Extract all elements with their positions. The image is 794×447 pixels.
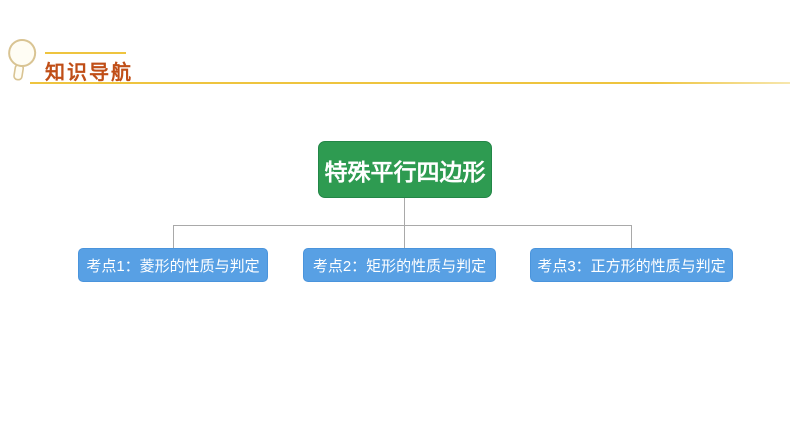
connector-drop-2 [404,225,405,248]
child-node-1: 考点1：菱形的性质与判定 [78,248,268,282]
accent-line-long [30,82,790,84]
connector-drop-3 [631,225,632,248]
connector-horizontal [173,225,632,226]
accent-line-short [45,52,126,54]
connector-drop-1 [173,225,174,248]
magnifier-icon [8,39,37,81]
section-title: 知识导航 [45,60,133,84]
child-node-2: 考点2：矩形的性质与判定 [303,248,496,282]
connector-root-down [404,198,405,226]
child-node-3: 考点3：正方形的性质与判定 [530,248,733,282]
root-node: 特殊平行四边形 [318,141,492,198]
